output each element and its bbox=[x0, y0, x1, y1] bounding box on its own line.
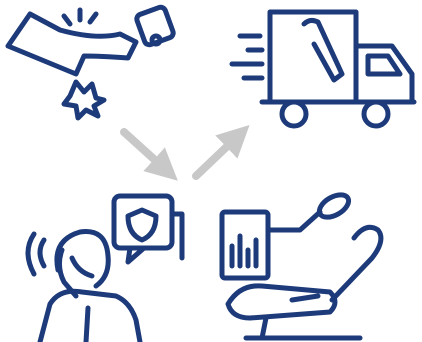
broken-handpiece-icon bbox=[8, 6, 175, 118]
process-arrows bbox=[124, 132, 238, 176]
arrow-down-to-call bbox=[124, 132, 166, 170]
phone-call-person-icon bbox=[28, 196, 182, 342]
dental-chair-icon bbox=[222, 190, 381, 338]
repair-van-icon bbox=[232, 12, 414, 126]
arrow-up-to-van bbox=[196, 136, 238, 176]
